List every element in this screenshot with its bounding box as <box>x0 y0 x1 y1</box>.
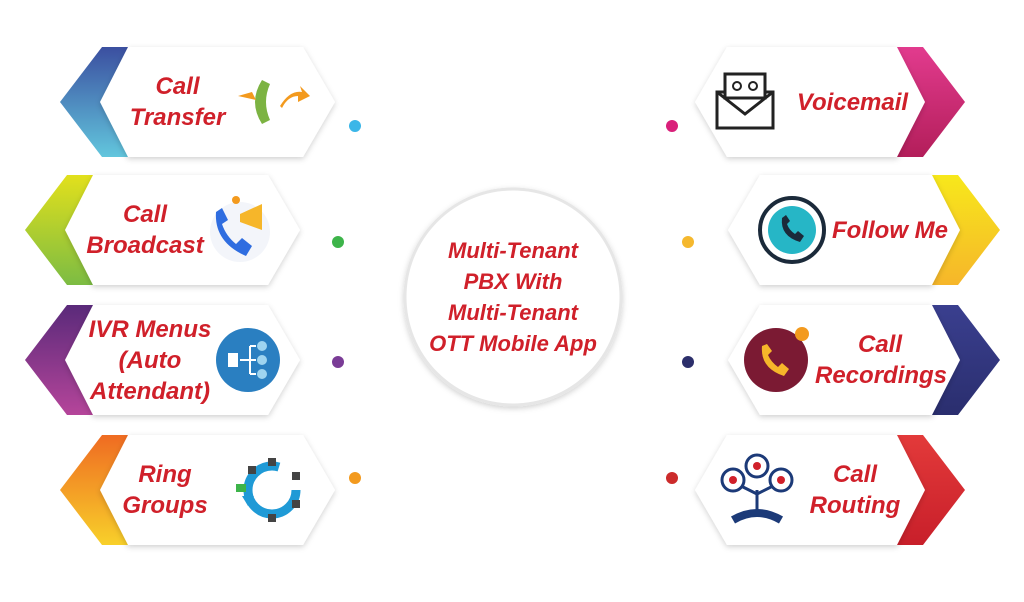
phone-megaphone-icon <box>210 196 270 262</box>
feature-label-line: IVR Menus <box>88 315 212 343</box>
center-title-line: PBX With <box>463 269 563 294</box>
feature-label-line: Call <box>832 461 877 488</box>
feature-card-ivr-menus <box>25 305 344 415</box>
connector-dot <box>349 472 361 484</box>
feature-label-voicemail: Voicemail <box>795 87 910 118</box>
feature-card-ring-groups <box>60 435 361 545</box>
connector-dot <box>666 472 678 484</box>
center-title-line: OTT Mobile App <box>429 331 597 356</box>
connector-dot <box>666 120 678 132</box>
feature-card-voicemail <box>666 47 965 157</box>
center-title: Multi-Tenant PBX With Multi-Tenant OTT M… <box>405 189 621 405</box>
connector-dot <box>682 236 694 248</box>
voicemail-envelope-icon <box>715 72 775 130</box>
feature-label-line: Call <box>122 201 167 228</box>
call-routing-icon <box>720 453 794 524</box>
feature-card-call-transfer <box>60 47 361 157</box>
feature-label-line: Call <box>857 331 902 358</box>
phone-transfer-icon <box>238 80 310 124</box>
feature-label-line: Call <box>155 73 200 100</box>
center-circle <box>403 187 623 407</box>
feature-label-line: (Auto <box>118 346 182 374</box>
feature-label-line: Attendant) <box>90 377 210 405</box>
connector-dot <box>349 120 361 132</box>
feature-label-line: Transfer <box>129 104 226 131</box>
ring-cycle-icon <box>236 458 301 522</box>
feature-label-line: Broadcast <box>86 232 204 259</box>
feature-label-line: Ring <box>138 461 192 488</box>
feature-label-line: Voicemail <box>796 88 909 116</box>
center-title-line: Multi-Tenant <box>448 238 578 263</box>
center-title-line: Multi-Tenant <box>448 300 578 325</box>
feature-label-line: Recordings <box>815 362 948 389</box>
feature-label-follow-me: Follow Me <box>830 215 950 246</box>
feature-label-line: Follow Me <box>832 216 948 244</box>
feature-card-follow-me <box>682 175 1000 285</box>
feature-card-call-broadcast <box>25 175 344 285</box>
follow-me-phone-icon <box>758 196 826 264</box>
feature-card-call-recordings <box>682 305 1000 415</box>
connector-dot <box>332 356 344 368</box>
card-body <box>728 175 960 285</box>
feature-label-line: Groups <box>122 492 208 519</box>
card-body <box>100 47 335 157</box>
feature-card-call-routing <box>666 435 965 545</box>
connector-dot <box>332 236 344 248</box>
feature-label-line: Routing <box>809 492 901 519</box>
connector-dot <box>682 356 694 368</box>
ivr-tree-icon <box>216 328 280 392</box>
call-recording-icon <box>744 327 809 392</box>
